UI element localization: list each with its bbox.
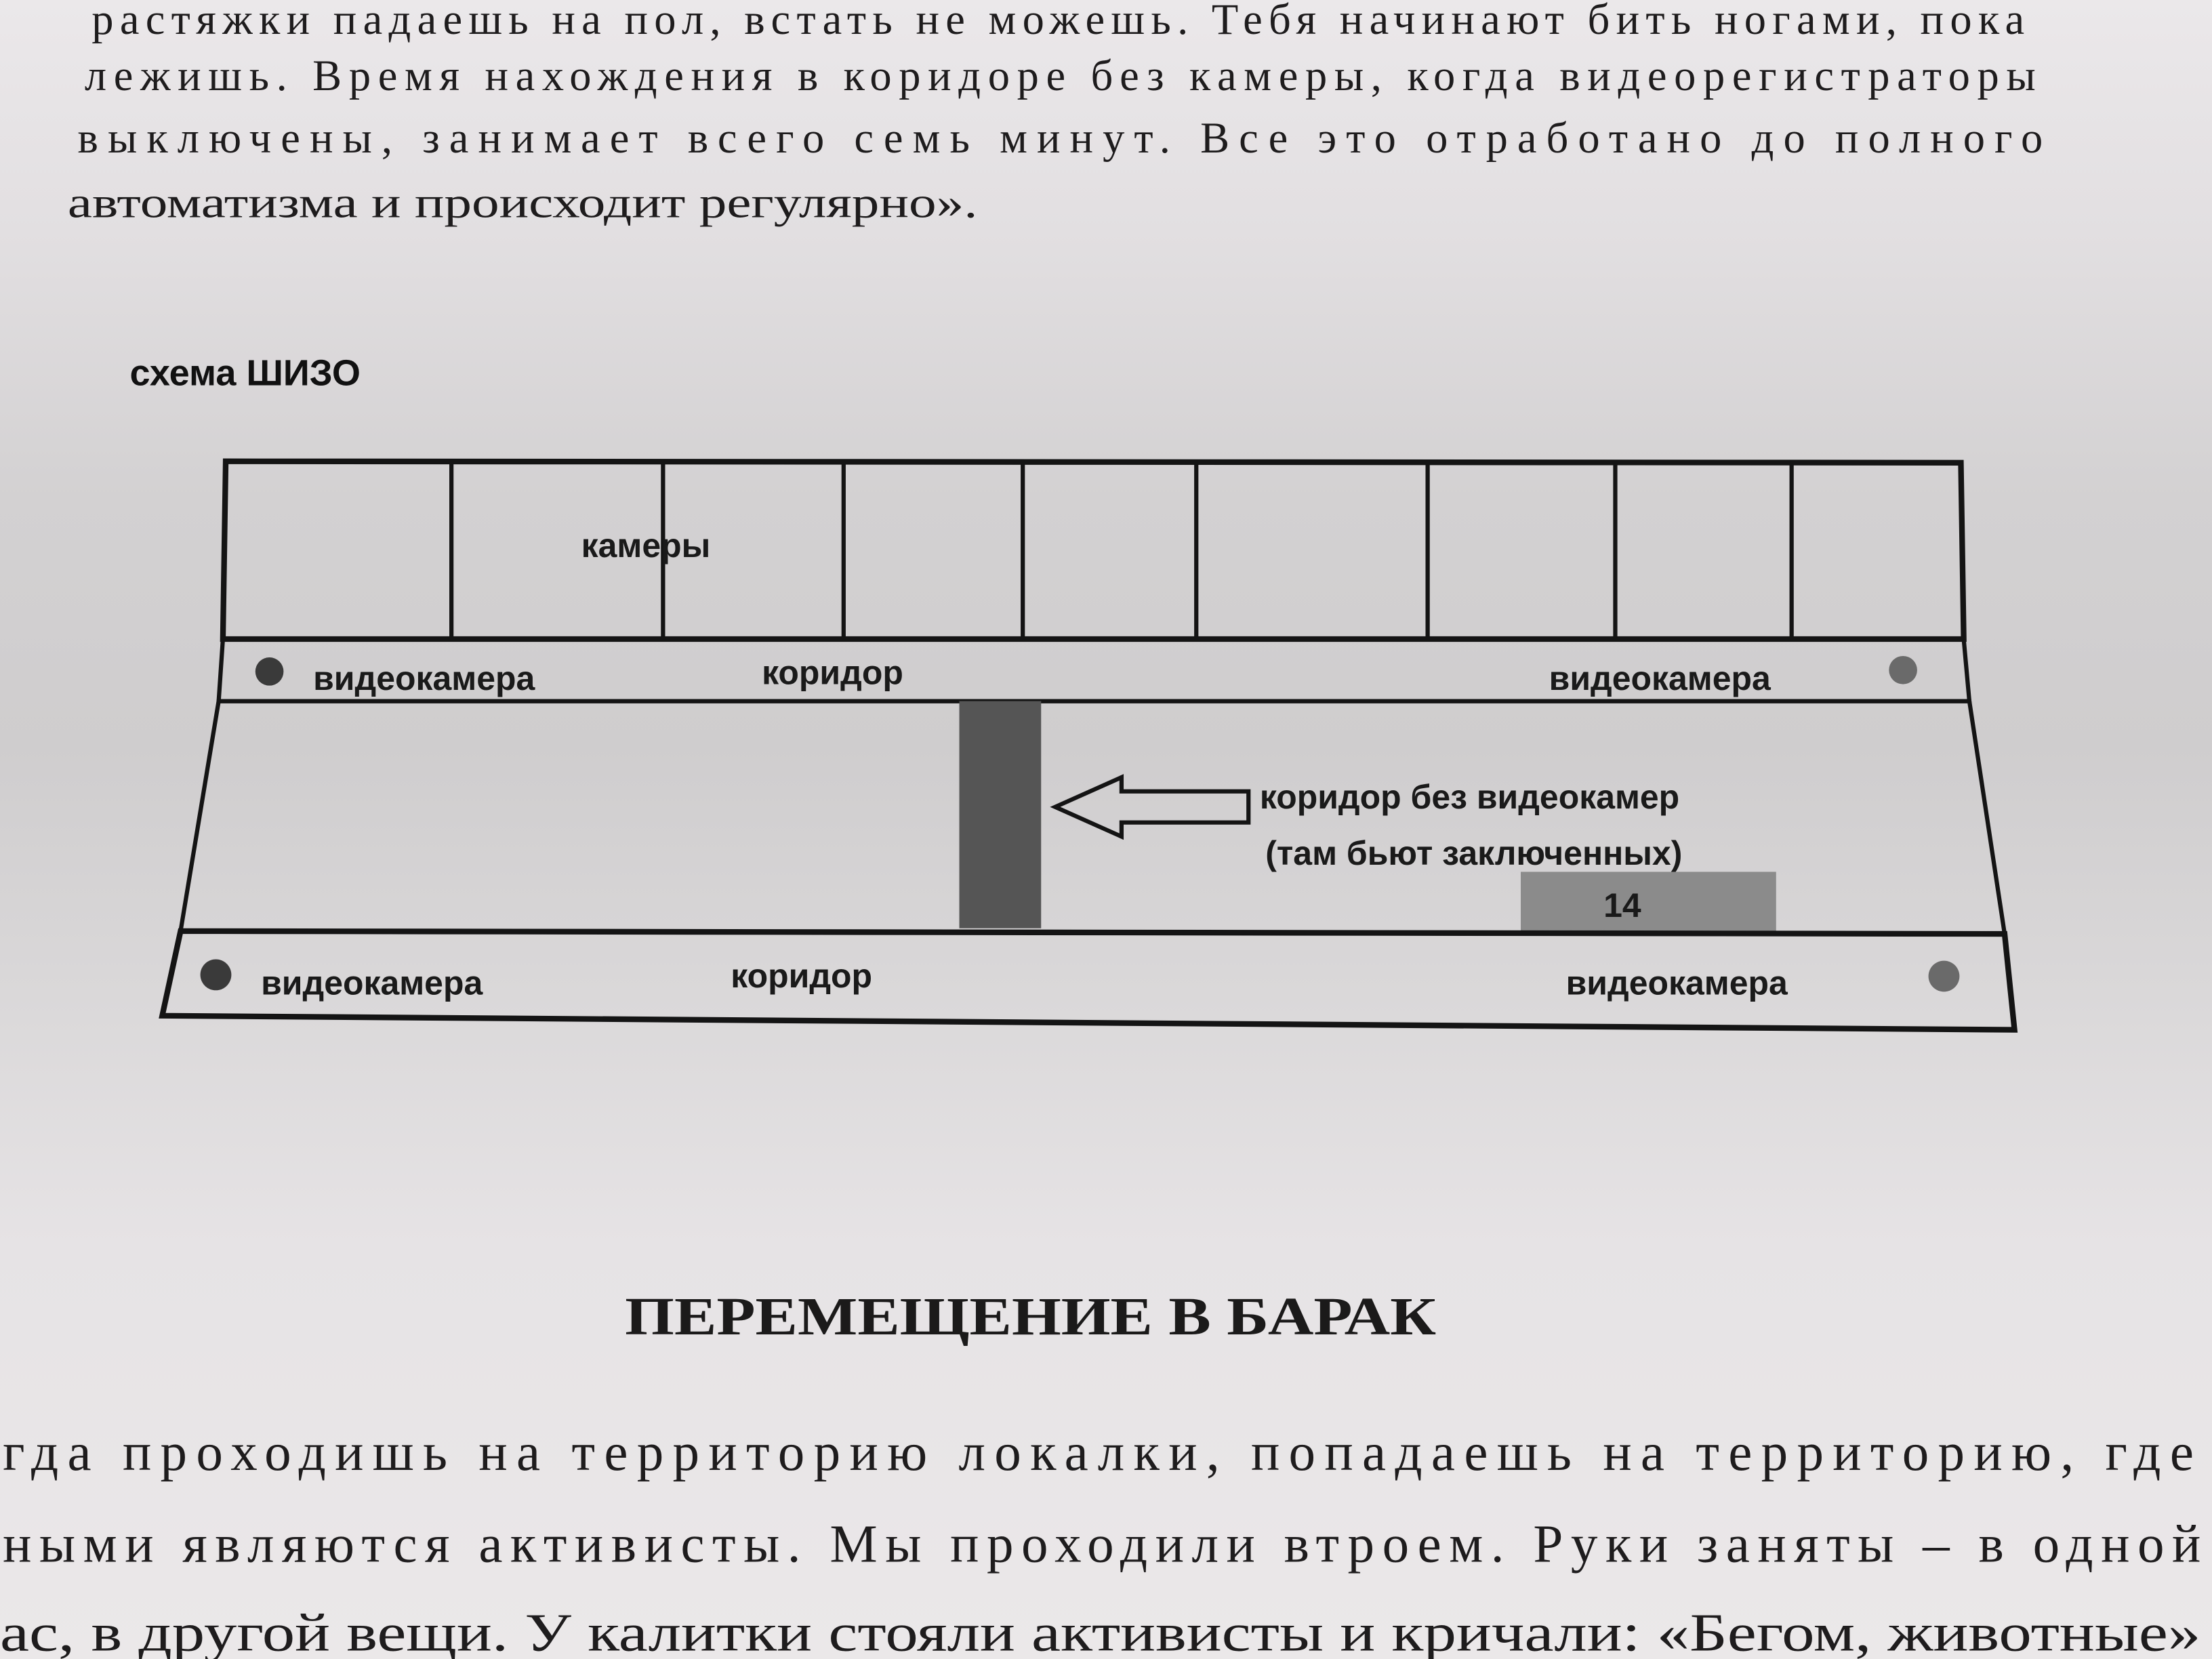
- paragraph-line: растяжки падаешь на пол, встать не можеш…: [91, 0, 2024, 43]
- annotation-line-1: коридор без видеокамер: [1260, 778, 1679, 816]
- lower-camera-left-label: видеокамера: [261, 964, 483, 1002]
- lower-camera-right-label: видеокамера: [1566, 964, 1788, 1002]
- room-14: [1521, 872, 1776, 935]
- paragraph-line: гда проходишь на территорию локалки, поп…: [3, 1423, 2194, 1482]
- camera-dot-icon: [255, 657, 284, 686]
- shizo-diagram: схема ШИЗО камеры видеокамера коридор ви…: [130, 352, 2018, 1033]
- top-paragraph: растяжки падаешь на пол, встать не можеш…: [68, 0, 2043, 227]
- arrow-left-icon: [1050, 774, 1251, 840]
- cells-block: [220, 458, 1967, 642]
- paragraph-line: выключены, занимает всего семь минут. Вс…: [77, 113, 2043, 162]
- upper-camera-right-label: видеокамера: [1549, 659, 1771, 697]
- cell-dividers: [449, 461, 1794, 639]
- lower-corridor-label: коридор: [731, 957, 872, 995]
- paragraph-line: ными являются активисты. Мы проходили вт…: [3, 1515, 2200, 1574]
- paragraph-line: автоматизма и происходит регулярно».: [68, 178, 978, 227]
- camera-dot-icon: [200, 959, 232, 991]
- camera-dot-icon: [1889, 655, 1917, 684]
- lower-corridor: [159, 928, 2018, 1033]
- cells-label: камеры: [581, 527, 711, 565]
- camera-dot-icon: [1928, 960, 1960, 992]
- paragraph-line: лежишь. Время нахождения в коридоре без …: [85, 51, 2036, 100]
- section-paragraph: гда проходишь на территорию локалки, поп…: [0, 1423, 2200, 1659]
- annotation-line-2: (там бьют заключенных): [1265, 834, 1682, 872]
- upper-camera-left-label: видеокамера: [313, 659, 535, 697]
- room-number: 14: [1603, 886, 1641, 924]
- upper-corridor-label: коридор: [762, 654, 903, 692]
- diagram-title: схема ШИЗО: [130, 352, 361, 393]
- section-heading: ПЕРЕМЕЩЕНИЕ В БАРАК: [625, 1288, 1436, 1347]
- corridor-without-cameras: [959, 701, 1042, 928]
- paragraph-line: ас, в другой вещи. У калитки стояли акти…: [0, 1604, 2200, 1659]
